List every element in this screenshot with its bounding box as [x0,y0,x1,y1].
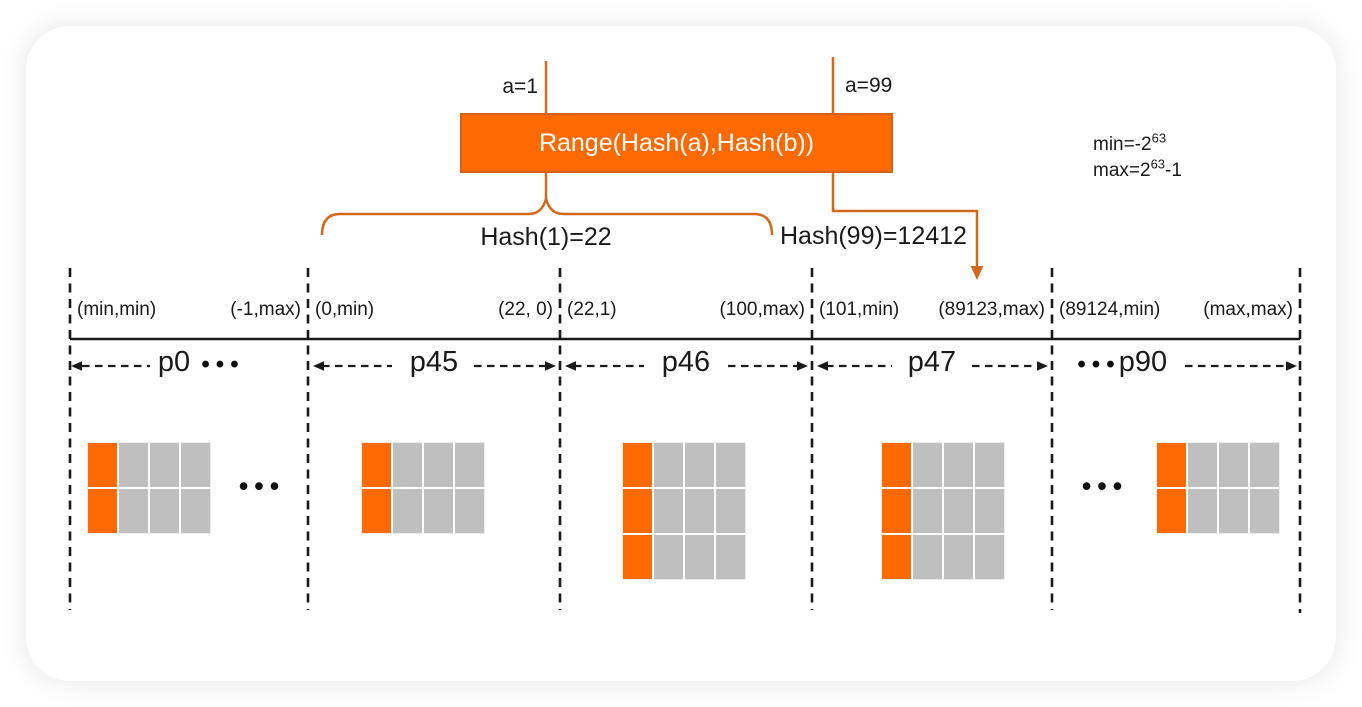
partition-cell [913,443,942,487]
partition-cell [119,489,148,533]
partition-range-row: (89124,min) (max,max) [1052,299,1300,325]
input-value-a99: a=99 [845,74,893,97]
range-end-label: (-1,max) [230,299,301,320]
partition-cell [424,443,453,487]
partition-cell [362,443,391,487]
range-start-label: (min,min) [77,299,157,320]
partition-table-p45 [362,443,484,533]
partition-cell [623,535,652,579]
partition-name-p45: p45 [409,346,459,378]
partition-cell [181,489,210,533]
range-start-label: (0,min) [315,299,375,320]
partition-name-p0: p0 [157,346,191,378]
range-hash-function-label: Range(Hash(a),Hash(b)) [538,128,815,157]
partition-cell [455,443,484,487]
partition-cell [913,489,942,533]
partition-cell [181,443,210,487]
hash99-arrowhead [970,266,984,280]
partition-cell [654,535,683,579]
range-end-label: (max,max) [1203,299,1293,320]
range-start-label: (101,min) [819,299,900,320]
partition-cell [1188,443,1217,487]
ellipsis-dots: ••• [1081,471,1129,501]
span-arrowhead-left [71,361,82,371]
span-arrowhead-left [817,361,828,371]
partition-range-row: (0,min) (22, 0) [308,299,560,325]
brace [320,194,774,236]
partition-name-p46: p46 [661,346,711,378]
ellipsis-dots: ••• [238,471,286,501]
partition-cell [150,489,179,533]
range-end-label: (89123,max) [938,299,1045,320]
partition-cell [1157,443,1186,487]
partition-range-row: (min,min) (-1,max) [70,299,308,325]
partition-table-p47 [882,443,1004,579]
range-end-label: (22, 0) [498,299,553,320]
range-start-label: (89124,min) [1059,299,1161,320]
partition-cell [393,489,422,533]
partition-cell [913,535,942,579]
ellipsis-dots: ••• [201,351,245,378]
partition-cell [150,443,179,487]
partition-cell [975,489,1004,533]
input-value-a1: a=1 [502,75,538,98]
partition-cell [685,489,714,533]
ellipsis-dots: ••• [1077,351,1121,378]
range-end-label: (100,max) [719,299,805,320]
legend-max: max=263-1 [1093,156,1182,181]
partition-cell [1250,489,1279,533]
partition-name-p47: p47 [907,346,957,378]
partition-cell [88,489,117,533]
partition-name-p90: p90 [1118,346,1168,378]
range-hash-function-box: Range(Hash(a),Hash(b)) [460,113,893,173]
partition-cell [424,489,453,533]
hash-result-a1: Hash(1)=22 [480,223,612,251]
partition-range-row: (22,1) (100,max) [560,299,812,325]
hash99-arrow-line [831,173,979,268]
partition-cell [944,443,973,487]
partition-cell [88,443,117,487]
partition-cell [1219,443,1248,487]
partition-cell [944,489,973,533]
partition-table-p0 [88,443,210,533]
partition-cell [882,489,911,533]
partition-cell [455,489,484,533]
span-arrowhead-right [1286,361,1297,371]
partition-range-row: (101,min) (89123,max) [812,299,1052,325]
partition-cell [623,489,652,533]
partition-cell [975,443,1004,487]
span-arrowhead-left [565,361,576,371]
partition-table-p90 [1157,443,1279,533]
partition-cell [623,443,652,487]
partition-cell [716,443,745,487]
partition-cell [716,489,745,533]
partition-cell [393,443,422,487]
partition-cell [654,489,683,533]
range-start-label: (22,1) [567,299,617,320]
partition-cell [685,535,714,579]
span-arrowhead-left [313,361,324,371]
partition-cell [975,535,1004,579]
partition-cell [944,535,973,579]
partition-cell [882,443,911,487]
partition-cell [1157,489,1186,533]
partition-cell [1250,443,1279,487]
partition-cell [362,489,391,533]
partition-cell [1219,489,1248,533]
legend-min: min=-263 [1093,130,1167,155]
partition-cell [119,443,148,487]
partition-cell [654,443,683,487]
partition-cell [685,443,714,487]
hash-result-a99: Hash(99)=12412 [780,222,967,250]
span-arrowhead-right [545,361,556,371]
partition-table-p46 [623,443,745,579]
partition-cell [716,535,745,579]
span-arrowhead-right [797,361,808,371]
span-arrowhead-right [1037,361,1048,371]
partition-cell [882,535,911,579]
partition-cell [1188,489,1217,533]
minmax-legend: min=-263 max=263-1 [1093,132,1182,184]
